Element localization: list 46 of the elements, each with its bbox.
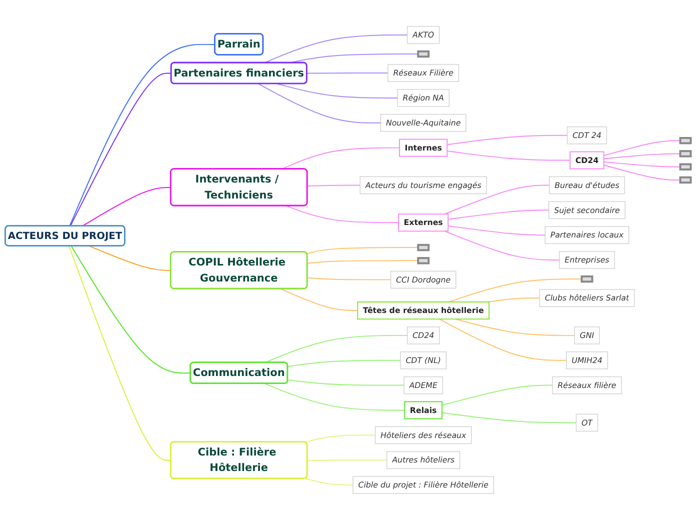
connector [88, 246, 172, 271]
connector [603, 140, 681, 156]
connector [70, 246, 192, 374]
node-bar [679, 150, 692, 158]
connector [442, 412, 577, 424]
connector [287, 379, 404, 386]
connector [603, 164, 681, 180]
connector [306, 260, 419, 264]
connector [264, 34, 408, 64]
connector [444, 184, 550, 215]
connector [287, 360, 401, 368]
node-bar [679, 137, 692, 144]
node-bar [679, 163, 692, 170]
node-bar [679, 176, 692, 184]
connector [603, 161, 681, 168]
connector [306, 184, 361, 187]
connector [446, 150, 571, 161]
connector [306, 277, 392, 280]
connector [306, 460, 388, 461]
connector [442, 384, 553, 406]
connector [446, 134, 568, 146]
connector [258, 83, 382, 124]
connector [264, 383, 406, 411]
connector [286, 205, 400, 224]
connector [304, 478, 354, 486]
node-bar [580, 275, 594, 283]
connector [70, 72, 172, 227]
connector [486, 298, 540, 302]
connector [444, 230, 560, 260]
connector [277, 83, 398, 98]
connector [304, 434, 376, 443]
connector [68, 246, 172, 461]
connector [280, 288, 358, 311]
connector [306, 247, 419, 254]
node-bar [417, 257, 430, 264]
connector [454, 318, 576, 336]
node-bar [417, 244, 430, 252]
connector [438, 318, 567, 361]
connector [82, 186, 172, 227]
connector [448, 225, 546, 236]
connector [603, 153, 681, 160]
connector [448, 278, 582, 302]
node-bar [417, 50, 430, 58]
connector [306, 72, 388, 74]
connector [448, 210, 550, 220]
connector [69, 44, 216, 227]
